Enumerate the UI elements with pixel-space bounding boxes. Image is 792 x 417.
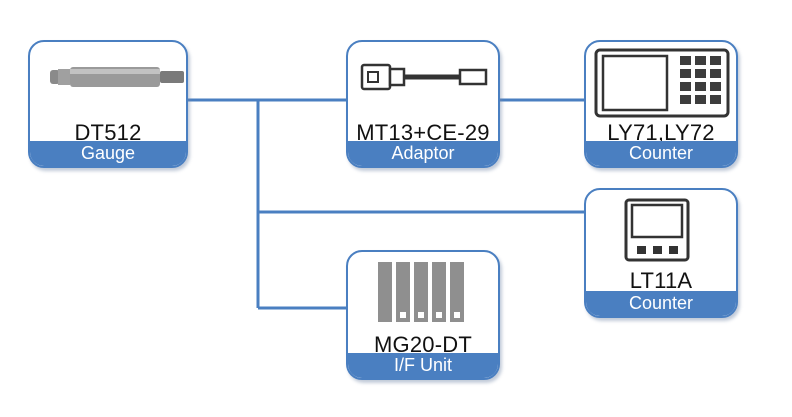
panel-display-icon [586,190,736,266]
adaptor-category-label: Adaptor [348,141,498,166]
adaptor-node[interactable]: MT13+CE-29 Adaptor [346,40,500,168]
module-rack-icon [348,252,498,332]
counter-lt-model-label: LT11A [629,268,693,293]
gauge-category-label: Gauge [30,141,186,166]
ifunit-node[interactable]: MG20-DT I/F Unit [346,250,500,380]
gauge-node[interactable]: DT512 Gauge [28,40,188,168]
gauge-model-label: DT512 [74,120,142,145]
counter-lt-node[interactable]: LT11A Counter [584,188,738,318]
probe-icon [30,42,186,112]
counter-ly-model-label: LY71,LY72 [607,120,715,145]
counter-lt-category-label: Counter [586,291,736,316]
counter-ly-category-label: Counter [586,141,736,166]
ifunit-category-label: I/F Unit [348,353,498,378]
counter-ly-node[interactable]: LY71,LY72 Counter [584,40,738,168]
display-keypad-icon [586,42,736,118]
ifunit-model-label: MG20-DT [374,332,472,357]
adaptor-model-label: MT13+CE-29 [356,120,490,145]
cable-adaptor-icon [348,42,498,112]
